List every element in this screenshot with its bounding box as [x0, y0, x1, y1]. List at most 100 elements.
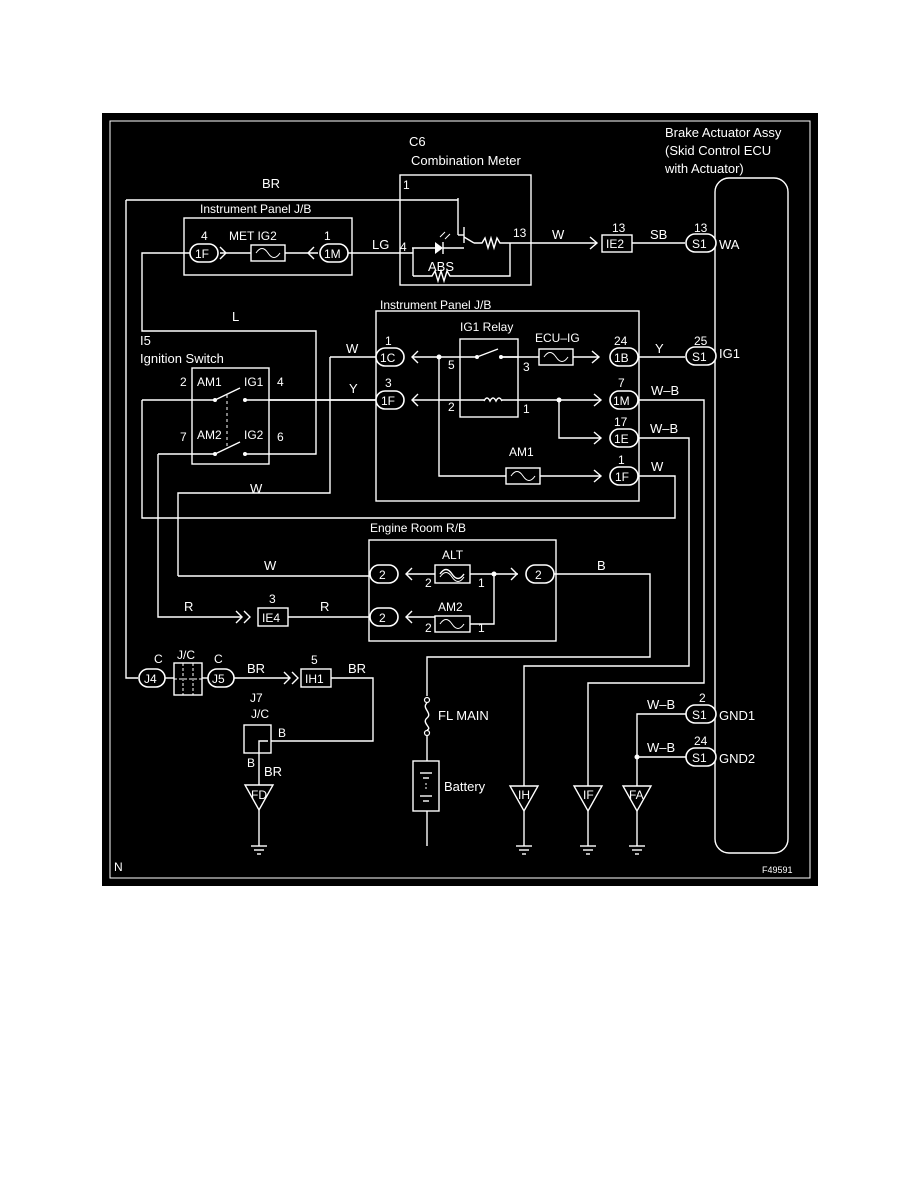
brake-actuator-title: Brake Actuator Assy — [665, 125, 782, 140]
ipjb-top-title: Instrument Panel J/B — [200, 202, 311, 216]
ign-pin-7: 7 — [180, 430, 187, 444]
ignition-switch-contacts-icon — [213, 387, 247, 456]
j7-connector — [243, 724, 272, 754]
ground-fa-label: FA — [629, 788, 644, 802]
connector-ih1-label: IH1 — [305, 672, 324, 686]
pin-ig1-label: IG1 — [719, 346, 740, 361]
connector-s1-gnd2-label: S1 — [692, 751, 707, 765]
er-connector-am2-label: 2 — [379, 611, 386, 625]
wire-br-j5-label: BR — [247, 661, 265, 676]
ipjb-top-right-pin: 1 — [324, 229, 331, 243]
ign-pin-6: 6 — [277, 430, 284, 444]
ignition-switch-box — [191, 367, 270, 465]
connector-1e-label: 1E — [614, 432, 629, 446]
connector-ie4-label: IE4 — [262, 611, 280, 625]
relay-pin-2: 2 — [448, 400, 455, 414]
arrow-icon — [589, 236, 599, 250]
connector-s1-gnd1 — [685, 704, 717, 724]
pin-1m: 7 — [618, 376, 625, 390]
arrow-icon — [291, 671, 299, 685]
am2-fuse-icon — [439, 619, 465, 629]
arrow-icon — [591, 350, 601, 364]
s1-gnd1-pin: 2 — [699, 691, 706, 705]
am2-fuse-label: AM2 — [438, 600, 463, 614]
relay-pin-5: 5 — [448, 358, 455, 372]
pin-gnd2-label: GND2 — [719, 751, 755, 766]
ie2-pin: 13 — [612, 221, 626, 235]
wire-w-sw-label: W — [250, 481, 263, 496]
alt-pin-2: 2 — [425, 576, 432, 590]
brake-actuator-box — [714, 177, 789, 854]
connector-s1-ig1-label: S1 — [692, 350, 707, 364]
arrow-icon — [593, 469, 603, 483]
pin-wa-label: WA — [719, 237, 740, 252]
ign-am1-label: AM1 — [197, 375, 222, 389]
connector-s1-gnd2 — [685, 747, 717, 767]
wire-br-top-label: BR — [262, 176, 280, 191]
connector-1m-label: 1M — [613, 394, 630, 408]
connector-1c-label: 1C — [380, 351, 396, 365]
wire-br-ih1 — [268, 677, 374, 742]
am2-pin-1: 1 — [478, 621, 485, 635]
arrow-icon — [219, 246, 227, 260]
ground-fd-label: FD — [251, 788, 267, 802]
relay-pin-3: 3 — [523, 360, 530, 374]
pin-1b: 24 — [614, 334, 628, 348]
wire-r-1-label: R — [184, 599, 193, 614]
meter-pin-13: 13 — [513, 226, 527, 240]
arrow-icon — [235, 610, 243, 624]
ign-pin-2: 2 — [180, 375, 187, 389]
arrow-icon — [307, 246, 315, 260]
ignition-switch-title: Ignition Switch — [140, 351, 224, 366]
ground-ih-label: IH — [518, 788, 530, 802]
j7-code: J7 — [250, 691, 263, 705]
er-connector-alt-label: 2 — [379, 568, 386, 582]
inner-border — [109, 120, 811, 879]
pin-gnd1-label: GND1 — [719, 708, 755, 723]
j7-b2: B — [247, 756, 255, 770]
arrow-icon — [405, 610, 413, 624]
s1-ig1-pin: 25 — [694, 334, 708, 348]
arrow-icon — [243, 610, 251, 624]
connector-s1-wa-label: S1 — [692, 237, 707, 251]
wire-wb-1e-label: W–B — [650, 421, 678, 436]
wire-wb-1m-label: W–B — [651, 383, 679, 398]
ground-if-icon — [572, 749, 604, 855]
junction-connector — [173, 662, 203, 696]
engine-room-rb-title: Engine Room R/B — [370, 521, 466, 535]
wire-w-1f — [141, 400, 676, 519]
ign-am2-label: AM2 — [197, 428, 222, 442]
wiring-diagram-svg: Brake Actuator Assy (Skid Control ECU wi… — [109, 120, 811, 879]
wire-br-ih1-label: BR — [348, 661, 366, 676]
wire-wb-1m — [587, 399, 705, 749]
wire-lg-label: LG — [372, 237, 389, 252]
wire-w-1f-label: W — [651, 459, 664, 474]
combination-meter-code: C6 — [409, 134, 426, 149]
wire-w-1c-label: W — [346, 341, 359, 356]
battery-icon — [412, 760, 440, 812]
wire-wb-gnd1 — [636, 713, 686, 786]
wiring-diagram: Brake Actuator Assy (Skid Control ECU wi… — [102, 113, 818, 886]
arrow-icon — [411, 350, 419, 364]
met-ig2-fuse-icon — [255, 248, 281, 258]
ign-ig1-label: IG1 — [244, 375, 264, 389]
arrow-icon — [593, 393, 603, 407]
corner-mark: N — [114, 860, 123, 874]
arrow-icon — [411, 393, 419, 407]
ground-if-label: IF — [583, 788, 594, 802]
ecu-ig-fuse-label: ECU–IG — [535, 331, 580, 345]
ground-fd-icon — [243, 768, 275, 855]
ign-ig2-label: IG2 — [244, 428, 264, 442]
pin-1f: 3 — [385, 376, 392, 390]
wire-br-j7-label: BR — [264, 764, 282, 779]
wire-wb-gnd2-label: W–B — [647, 740, 675, 755]
brake-actuator-line2: (Skid Control ECU — [665, 143, 771, 158]
wire-wb-1e — [523, 437, 690, 749]
meter-pin-1: 1 — [403, 178, 410, 192]
connector-s1-gnd1-label: S1 — [692, 708, 707, 722]
wire-y-ig1-label: Y — [655, 341, 664, 356]
wire-l — [141, 252, 317, 451]
combination-meter-title: Combination Meter — [411, 153, 521, 168]
connector-s1-wa — [685, 233, 717, 253]
connector-1f-label: 1F — [381, 394, 395, 408]
